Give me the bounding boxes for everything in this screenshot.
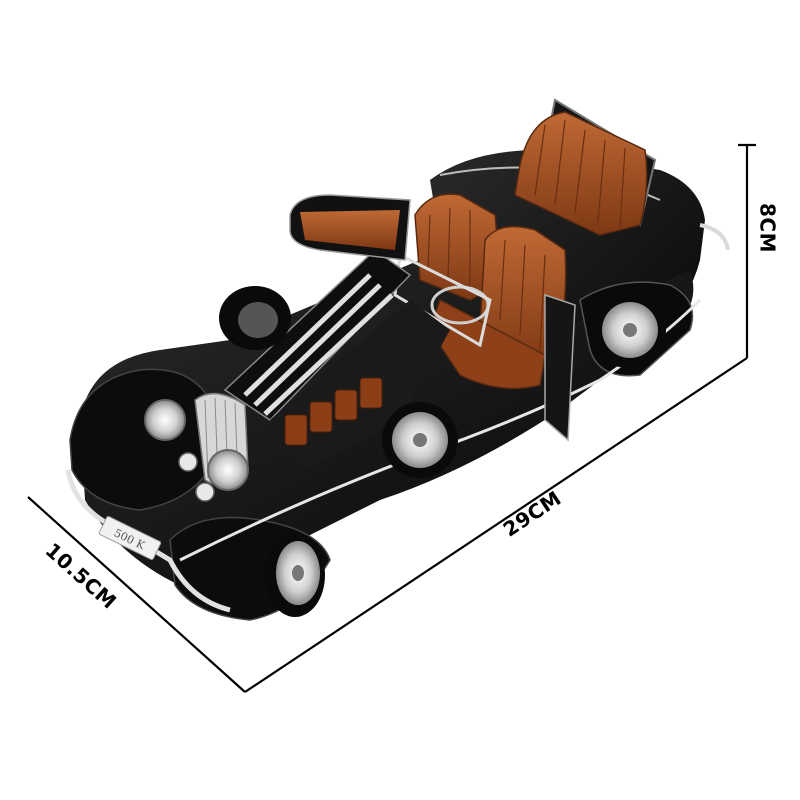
rear-bumper [699, 223, 730, 251]
wheel-front-upper [219, 286, 291, 350]
headlight-left [144, 399, 186, 441]
length-dimension-line [244, 357, 748, 693]
rumble-seat [514, 111, 648, 236]
hood-vents [243, 273, 394, 416]
length-label: 29CM [499, 486, 566, 542]
front-seat-pleats [427, 207, 546, 351]
wheel-middle [382, 402, 458, 478]
width-dimension-line [27, 496, 246, 693]
fog-light-right [195, 482, 215, 502]
engine-block [284, 377, 383, 446]
wheel-front-lower [265, 533, 325, 617]
open-hood [223, 249, 412, 421]
height-label: 8CM [756, 203, 780, 253]
wheel-rear [590, 292, 666, 368]
dimension-lines [27, 143, 756, 693]
fog-light-left [178, 452, 198, 472]
door-panel-left [300, 210, 400, 250]
rumble-seat-pleats [534, 119, 626, 229]
open-door-right [544, 293, 576, 442]
car-model: 500 K [65, 98, 730, 621]
headlight-right [207, 449, 249, 491]
width-label: 10.5CM [41, 538, 122, 614]
